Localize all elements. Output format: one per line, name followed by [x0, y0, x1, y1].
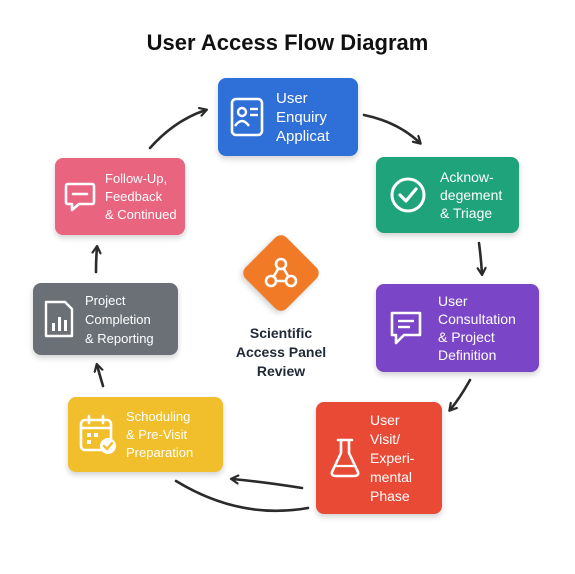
- arrow-complete-to-followup: [96, 247, 97, 274]
- arrow-consult-to-visit: [450, 378, 472, 410]
- node-project-completion[interactable]: Project Completion & Reporting: [33, 283, 178, 355]
- arrow-visit-to-sched-head: [232, 479, 304, 490]
- arrow-sched-to-complete: [97, 365, 105, 388]
- arrow-followup-to-enquiry: [148, 110, 206, 150]
- node-follow-up[interactable]: Follow-Up, Feedback & Continued: [55, 158, 185, 235]
- node-label: Follow-Up, Feedback & Continued: [105, 170, 177, 222]
- node-label: User Enquiry Applicat: [276, 89, 330, 145]
- diagram-title: User Access Flow Diagram: [146, 30, 429, 55]
- node-user-visit[interactable]: User Visit/ Experi- mental Phase: [316, 402, 442, 514]
- speech-bubble-icon: [63, 180, 97, 214]
- node-label: Acknow- degement & Triage: [440, 169, 503, 221]
- node-acknowledgement-triage[interactable]: Acknow- degement & Triage: [376, 157, 519, 233]
- user-card-icon: [230, 97, 264, 137]
- node-scheduling[interactable]: Schoduling & Pre-Visit Preparation: [68, 397, 223, 472]
- center-review-label: Scientific Access Panel Review: [235, 325, 327, 379]
- chat-bubble-icon: [388, 309, 424, 347]
- node-label: Schoduling & Pre-Visit Preparation: [126, 408, 194, 460]
- node-label: User Consultation & Project Definition: [438, 293, 516, 363]
- arrow-ack-to-consult: [479, 241, 482, 274]
- calendar-check-icon: [78, 414, 118, 456]
- report-chart-icon: [43, 299, 75, 339]
- node-label: Project Completion & Reporting: [85, 292, 154, 346]
- flask-icon: [328, 436, 362, 480]
- node-label: User Visit/ Experi- mental Phase: [370, 411, 415, 504]
- network-icon: [264, 257, 298, 288]
- check-circle-icon: [388, 175, 428, 215]
- arrow-visit-to-sched: [174, 479, 310, 513]
- node-user-enquiry[interactable]: User Enquiry Applicat: [218, 78, 358, 156]
- arrow-enquiry-to-ack: [362, 113, 420, 143]
- node-user-consultation[interactable]: User Consultation & Project Definition: [376, 284, 539, 372]
